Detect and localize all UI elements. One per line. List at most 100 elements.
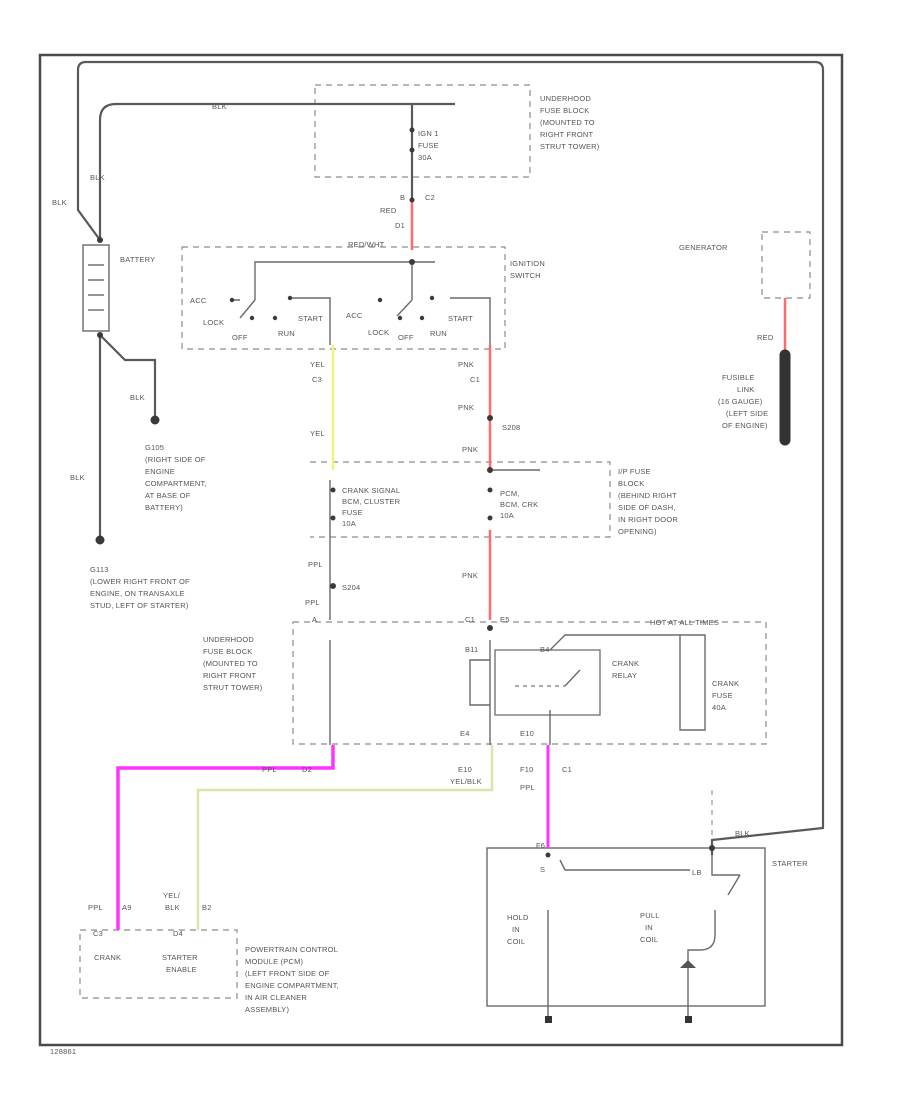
connector-s204: S204 — [342, 583, 360, 592]
connector-s208: S208 — [502, 423, 520, 432]
crank-relay-label: CRANK RELAY — [612, 659, 639, 680]
wire-label-blk-g105: BLK — [130, 393, 145, 402]
svg-text:40A: 40A — [712, 703, 726, 712]
svg-text:POWERTRAIN CONTROL: POWERTRAIN CONTROL — [245, 945, 338, 954]
svg-text:BCM, CLUSTER: BCM, CLUSTER — [342, 497, 401, 506]
connector-pcm-a: A9 — [122, 903, 132, 912]
svg-text:ENGINE COMPARTMENT,: ENGINE COMPARTMENT, — [245, 981, 339, 990]
svg-text:HOLD: HOLD — [507, 913, 529, 922]
wire-label-blk-g113: BLK — [70, 473, 85, 482]
svg-text:ACC: ACC — [190, 296, 207, 305]
connector-c1-top: C1 — [465, 615, 475, 624]
ppl-wire-to-pcm — [116, 745, 335, 930]
g113-ground-icon — [95, 535, 105, 545]
svg-text:LOCK: LOCK — [203, 318, 224, 327]
blk-wire-g105 — [99, 334, 157, 420]
wire-label-yel-blk-pcm: YEL/ BLK — [163, 891, 181, 912]
svg-text:FUSE: FUSE — [342, 508, 363, 517]
starter-label: STARTER — [772, 859, 808, 868]
diagram-frame — [38, 53, 844, 1047]
svg-text:I/P FUSE: I/P FUSE — [618, 467, 651, 476]
wire-label-blk-left1: BLK — [90, 173, 105, 182]
blk-wire-battery-fuseblock — [98, 102, 455, 240]
connector-e5: E5 — [500, 615, 510, 624]
connector-b: B — [400, 193, 405, 202]
connector-pcm-b: B2 — [202, 903, 212, 912]
svg-text:FUSE BLOCK: FUSE BLOCK — [540, 106, 590, 115]
wire-label-ppl4: PPL — [520, 783, 535, 792]
wire-label-red-gen: RED — [757, 333, 774, 342]
svg-text:ENGINE: ENGINE — [145, 467, 175, 476]
yel-blk-wire-to-pcm — [196, 745, 494, 930]
connector-a: A — [312, 615, 317, 624]
wire-label-yel-blk: YEL/BLK — [450, 777, 482, 786]
svg-text:RIGHT FRONT: RIGHT FRONT — [203, 671, 257, 680]
ignition-switch-positions: ACC LOCK OFF RUN START ACC LOCK OFF RUN … — [190, 296, 473, 342]
connector-c3: C3 — [312, 375, 322, 384]
svg-text:STUD, LEFT OF STARTER): STUD, LEFT OF STARTER) — [90, 601, 189, 610]
svg-text:MODULE (PCM): MODULE (PCM) — [245, 957, 304, 966]
generator-box — [761, 231, 811, 299]
connector-b11: B11 — [465, 645, 478, 654]
ign1-fuse-label: IGN 1 FUSE 30A — [418, 129, 439, 162]
hot-at-all-times-label: HOT AT ALL TIMES — [650, 618, 719, 627]
svg-text:IN: IN — [645, 923, 653, 932]
svg-text:IN: IN — [512, 925, 520, 934]
svg-text:ENGINE, ON TRANSAXLE: ENGINE, ON TRANSAXLE — [90, 589, 185, 598]
svg-text:AT BASE OF: AT BASE OF — [145, 491, 191, 500]
svg-text:(LEFT SIDE: (LEFT SIDE — [726, 409, 768, 418]
g113-label: G113 (LOWER RIGHT FRONT OF ENGINE, ON TR… — [90, 565, 190, 610]
svg-text:STRUT TOWER): STRUT TOWER) — [203, 683, 263, 692]
svg-text:SWITCH: SWITCH — [510, 271, 541, 280]
svg-text:(16 GAUGE): (16 GAUGE) — [718, 397, 763, 406]
svg-text:IN AIR CLEANER: IN AIR CLEANER — [245, 993, 307, 1002]
svg-text:(LOWER RIGHT FRONT OF: (LOWER RIGHT FRONT OF — [90, 577, 190, 586]
svg-text:(MOUNTED TO: (MOUNTED TO — [203, 659, 258, 668]
svg-text:IGN 1: IGN 1 — [418, 129, 439, 138]
pcm-starter-enable-label: STARTER ENABLE — [162, 953, 198, 974]
wire-label-pnk3: PNK — [462, 445, 478, 454]
wire-label-ppl3: PPL — [262, 765, 277, 774]
svg-text:COMPARTMENT,: COMPARTMENT, — [145, 479, 207, 488]
pull-in-coil-label: PULL IN COIL — [640, 911, 660, 944]
svg-text:STARTER: STARTER — [162, 953, 198, 962]
svg-text:(RIGHT SIDE OF: (RIGHT SIDE OF — [145, 455, 206, 464]
svg-text:BCM, CRK: BCM, CRK — [500, 500, 538, 509]
g105-label: G105 (RIGHT SIDE OF ENGINE COMPARTMENT, … — [145, 443, 207, 512]
svg-text:COIL: COIL — [507, 937, 525, 946]
svg-text:RUN: RUN — [278, 329, 295, 338]
underhood-fuse-block-bottom-label: UNDERHOOD FUSE BLOCK (MOUNTED TO RIGHT F… — [203, 635, 263, 692]
ignition-switch-label: IGNITION SWITCH — [510, 259, 545, 280]
ip-fuse-block-label: I/P FUSE BLOCK (BEHIND RIGHT SIDE OF DAS… — [618, 467, 678, 536]
connector-b4: B4 — [540, 645, 550, 654]
pcm-crank-label: CRANK — [94, 953, 121, 962]
svg-text:PULL: PULL — [640, 911, 660, 920]
pcm-label: POWERTRAIN CONTROL MODULE (PCM) (LEFT FR… — [245, 945, 339, 1014]
wire-label-pnk2: PNK — [458, 403, 474, 412]
wire-label-blk-top: BLK — [212, 102, 227, 111]
terminal-lb: LB — [692, 868, 702, 877]
generator-label: GENERATOR — [679, 243, 728, 252]
connector-c2-top: C2 — [425, 193, 435, 202]
svg-text:10A: 10A — [342, 519, 356, 528]
connector-d2: D2 — [302, 765, 312, 774]
svg-text:BLK: BLK — [165, 903, 180, 912]
svg-text:FUSIBLE: FUSIBLE — [722, 373, 755, 382]
connector-e10: E10 — [520, 729, 534, 738]
starter-ground-right-icon — [685, 1016, 692, 1023]
svg-text:30A: 30A — [418, 153, 432, 162]
connector-f10: F10 — [520, 765, 534, 774]
battery-label: BATTERY — [120, 255, 155, 264]
svg-text:SIDE OF DASH,: SIDE OF DASH, — [618, 503, 676, 512]
wire-label-pnk1: PNK — [458, 360, 474, 369]
svg-text:COIL: COIL — [640, 935, 658, 944]
wire-label-pnk4: PNK — [462, 571, 478, 580]
wire-label-ppl5: PPL — [88, 903, 103, 912]
svg-text:(MOUNTED TO: (MOUNTED TO — [540, 118, 595, 127]
hold-in-coil-label: HOLD IN COIL — [507, 913, 529, 946]
svg-text:FUSE BLOCK: FUSE BLOCK — [203, 647, 253, 656]
svg-text:CRANK SIGNAL: CRANK SIGNAL — [342, 486, 400, 495]
svg-text:RELAY: RELAY — [612, 671, 637, 680]
svg-text:ENABLE: ENABLE — [166, 965, 197, 974]
wire-label-blk-starter: BLK — [735, 829, 750, 838]
